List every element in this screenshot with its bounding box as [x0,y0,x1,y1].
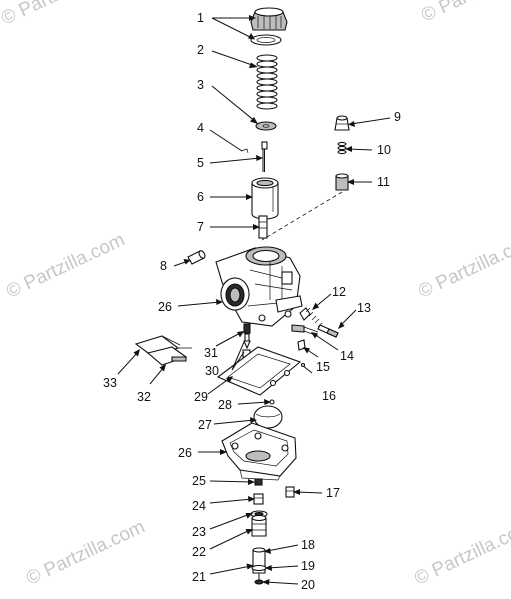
float-arm-set [134,335,192,366]
callout-label: 16 [322,389,336,403]
callout-label: 7 [197,220,204,234]
idle-adjust-screw [299,307,339,338]
callout-label: 29 [194,390,208,404]
top-cap [250,7,288,46]
callout-label: 5 [197,156,204,170]
watermark: © Partzilla.com [411,516,511,589]
callout-label: 3 [197,78,204,92]
callout-label: 20 [301,578,315,592]
callout-label: 28 [218,398,232,412]
callout-label: 25 [192,474,206,488]
pilot-screw [291,324,319,351]
callout-label: 21 [192,570,206,584]
needle-retainer [255,121,277,131]
callout-label: 27 [198,418,212,432]
carburetor-body [215,246,303,327]
callout-label: 19 [301,559,315,573]
callout-label: 4 [197,121,204,135]
carburetor-parts [134,7,350,585]
callout-label: 26 [158,300,172,314]
float-pin [300,362,313,374]
callout-label: 14 [340,349,354,363]
callout-label: 11 [377,175,390,189]
callout-label: 22 [192,545,206,559]
callout-label: 26 [178,446,192,460]
watermark: © Partzilla.com [418,0,511,27]
starter-plunger-set [261,115,350,241]
throttle-spring [256,54,278,110]
callout-label: 10 [377,143,391,157]
jet-needle [240,141,268,172]
callout-label: 15 [316,360,330,374]
callout-label: 24 [192,499,206,513]
drain-screw [285,486,295,498]
callout-label: 2 [197,43,204,57]
bowl-plug-assembly [251,547,267,585]
main-jet-stack [250,478,268,537]
callout-label: 30 [205,364,219,378]
pilot-air-plug [187,250,206,265]
throttle-slide [251,177,279,220]
callout-label: 33 [103,376,117,390]
watermark: © Partzilla.com [23,516,148,589]
float-bowl [221,422,297,481]
callout-label: 23 [192,525,206,539]
float [253,399,283,429]
callout-label: 6 [197,190,204,204]
callout-labels: 1 2 3 4 5 6 7 8 9 10 [103,11,401,592]
needle-valve [242,323,251,358]
callout-label: 8 [160,259,167,273]
callout-label: 12 [332,285,346,299]
callout-label: 1 [197,11,204,25]
callout-label: 31 [204,346,218,360]
float-bowl-gasket [216,346,302,396]
callout-label: 17 [326,486,340,500]
watermark: © Partzilla.com [3,229,128,302]
watermark: © Partzilla.com [0,0,123,30]
needle-jet [258,215,268,239]
callout-label: 9 [394,110,401,124]
watermark: © Partzilla.com [415,229,511,302]
callout-label: 32 [137,390,151,404]
callout-label: 13 [357,301,371,315]
callout-label: 18 [301,538,315,552]
